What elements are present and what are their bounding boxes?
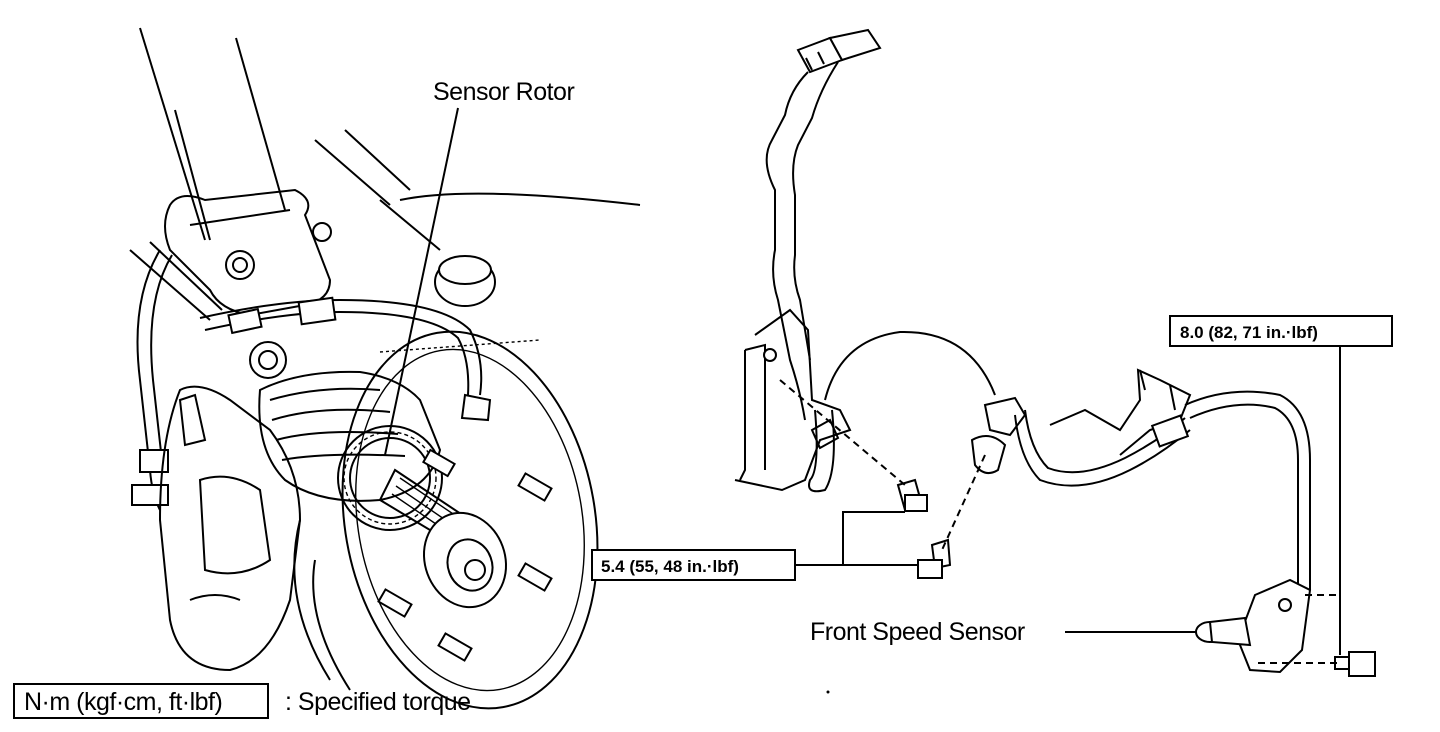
legend-unit-box-text: N·m (kgf·cm, ft·lbf): [24, 688, 222, 716]
upper-torque-box: 8.0 (82, 71 in.·lbf): [1169, 315, 1393, 347]
specified-torque-label: : Specified torque: [285, 688, 471, 716]
front-speed-sensor-label: Front Speed Sensor: [810, 618, 1025, 646]
sensor-harness-illustration: [734, 28, 1376, 677]
lower-torque-value: 5.4 (55, 48 in.·lbf): [601, 557, 739, 576]
lower-torque-box: 5.4 (55, 48 in.·lbf): [591, 549, 796, 581]
torque-legend: N·m (kgf·cm, ft·lbf) : Specified torque: [13, 683, 471, 719]
sensor-bolt: [1334, 651, 1376, 677]
bracket-bolt-upper: [896, 478, 928, 512]
upper-torque-value: 8.0 (82, 71 in.·lbf): [1180, 323, 1318, 342]
bracket-bolt-lower: [917, 538, 952, 579]
sensor-rotor-label: Sensor Rotor: [433, 78, 574, 106]
speck: [826, 690, 830, 694]
lower-torque-leader: [795, 511, 918, 566]
hub-assembly-illustration: [129, 27, 641, 710]
sensor-rotor-leader: [384, 107, 459, 456]
